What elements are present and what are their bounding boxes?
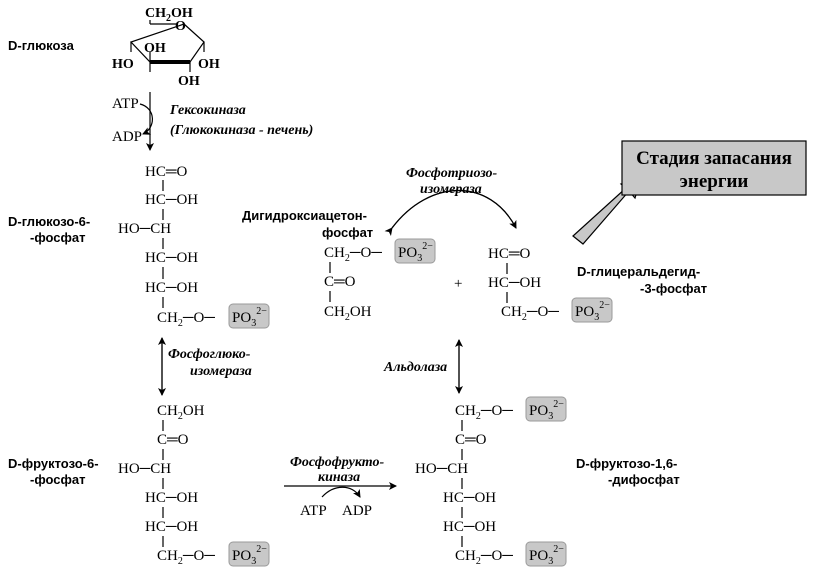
f6p-carbonyl: C═O (157, 432, 189, 448)
atp-adp-curve-3 (321, 486, 361, 498)
step3-adp: ADP (342, 503, 372, 519)
g3p-label-line2: -3-фосфат (640, 281, 707, 296)
g6p-row-3: HO─CH (118, 221, 171, 237)
g6p-row-2: HC─OH (145, 192, 198, 208)
step1-adp: ADP (112, 129, 142, 145)
glucose-oh-right: OH (198, 57, 220, 72)
g3p-structure: HC═O HC─OH CH2─O─ PO32− (488, 246, 613, 323)
g6p-ch2-o: CH2─O─ (157, 310, 215, 329)
dhap-label-line2: фосфат (322, 225, 373, 240)
g3p-mid: HC─OH (488, 275, 541, 291)
dhap-structure: CH2─O─ PO32− C═O CH2OH (324, 238, 436, 323)
step1-enzyme-line2: (Глюкокиназа - печень) (170, 123, 313, 138)
f6p-row-3: HC─OH (145, 519, 198, 535)
step1-enzyme-line1: Гексокиназа (169, 103, 246, 118)
g3p-phosphate-box (571, 297, 613, 323)
step5-enzyme-line2: изомераза (420, 182, 482, 197)
f16bp-structure: CH2─O─ PO32− C═O HO─CH HC─OH HC─OH CH2─O… (415, 396, 567, 567)
step5-enzyme-line1: Фосфотриозо- (406, 166, 498, 181)
step4-enzyme: Альдолаза (383, 360, 447, 375)
glucose-ring-oxygen: O (175, 19, 186, 34)
f6p-phosphate-box (228, 541, 270, 567)
glucose-structure: CH2OH O OH HO OH OH (112, 6, 220, 89)
dhap-bottom: CH2OH (324, 304, 372, 323)
f16bp-ch2-o: CH2─O─ (455, 548, 513, 567)
f16bp-phosphate-bottom: PO32− (529, 544, 564, 567)
dhap-label-line1: Дигидроксиацетон- (242, 208, 367, 223)
g6p-structure: HC═O HC─OH HO─CH HC─OH HC─OH CH2─O─ PO32… (118, 164, 270, 329)
f16bp-phosphate-box-top (525, 396, 567, 422)
g6p-phosphate-box (228, 303, 270, 329)
g6p-phosphate: PO32− (232, 306, 267, 329)
f6p-label-line2: -фосфат (30, 472, 86, 487)
f6p-row-2: HC─OH (145, 490, 198, 506)
g3p-ch2-o: CH2─O─ (501, 304, 559, 323)
f6p-structure: CH2OH C═O HO─CH HC─OH HC─OH CH2─O─ PO32− (118, 403, 270, 567)
f6p-phosphate: PO32− (232, 544, 267, 567)
dhap-phosphate: PO32− (398, 241, 433, 264)
g6p-row-4: HC─OH (145, 250, 198, 266)
g6p-row-1: HC═O (145, 164, 187, 180)
step2-enzyme-line1: Фосфоглюко- (168, 347, 251, 362)
f16bp-carbonyl: C═O (455, 432, 487, 448)
dhap-phosphate-box (394, 238, 436, 264)
stage-box (621, 140, 807, 196)
f16bp-row-2: HC─OH (443, 490, 496, 506)
glucose-label: D-глюкоза (8, 38, 75, 53)
plus-sign: + (454, 276, 462, 292)
f6p-row-1: HO─CH (118, 461, 171, 477)
f16bp-phosphate-box-bottom (525, 541, 567, 567)
f16bp-row-3: HC─OH (443, 519, 496, 535)
g6p-label-line1: D-глюкозо-6- (8, 214, 90, 229)
f6p-top: CH2OH (157, 403, 205, 422)
dhap-carbonyl: C═O (324, 274, 356, 290)
g3p-label-line1: D-глицеральдегид- (577, 264, 700, 279)
step3-atp: ATP (300, 503, 327, 519)
step3-enzyme-line2: киназа (318, 470, 360, 485)
f16bp-top: CH2─O─ (455, 403, 513, 422)
g3p-top: HC═O (488, 246, 530, 262)
f16bp-phosphate-top: PO32− (529, 399, 564, 422)
glucose-oh-inner: OH (144, 41, 166, 56)
f16bp-row-1: HO─CH (415, 461, 468, 477)
dhap-top: CH2─O─ (324, 245, 382, 264)
f6p-ch2-o: CH2─O─ (157, 548, 215, 567)
glucose-ch2oh: CH2OH (145, 6, 193, 24)
g6p-label-line2: -фосфат (30, 230, 86, 245)
stage-title-line2: энергии (680, 171, 749, 192)
atp-adp-curve-1 (139, 103, 153, 135)
stage-title-line1: Стадия запасания (636, 148, 792, 169)
step1-atp: ATP (112, 96, 139, 112)
g6p-row-5: HC─OH (145, 280, 198, 296)
step3-enzyme-line1: Фосфофрукто- (290, 455, 384, 470)
g3p-phosphate: PO32− (575, 300, 610, 323)
glucose-oh-left: HO (112, 57, 134, 72)
glucose-oh-bottom: OH (178, 74, 200, 89)
tpi-right-head (391, 189, 517, 229)
f16bp-label-line1: D-фруктозо-1,6- (576, 456, 677, 471)
f6p-label-line1: D-фруктозо-6- (8, 456, 99, 471)
f16bp-label-line2: -дифосфат (608, 472, 680, 487)
step2-enzyme-line2: изомераза (190, 364, 252, 379)
